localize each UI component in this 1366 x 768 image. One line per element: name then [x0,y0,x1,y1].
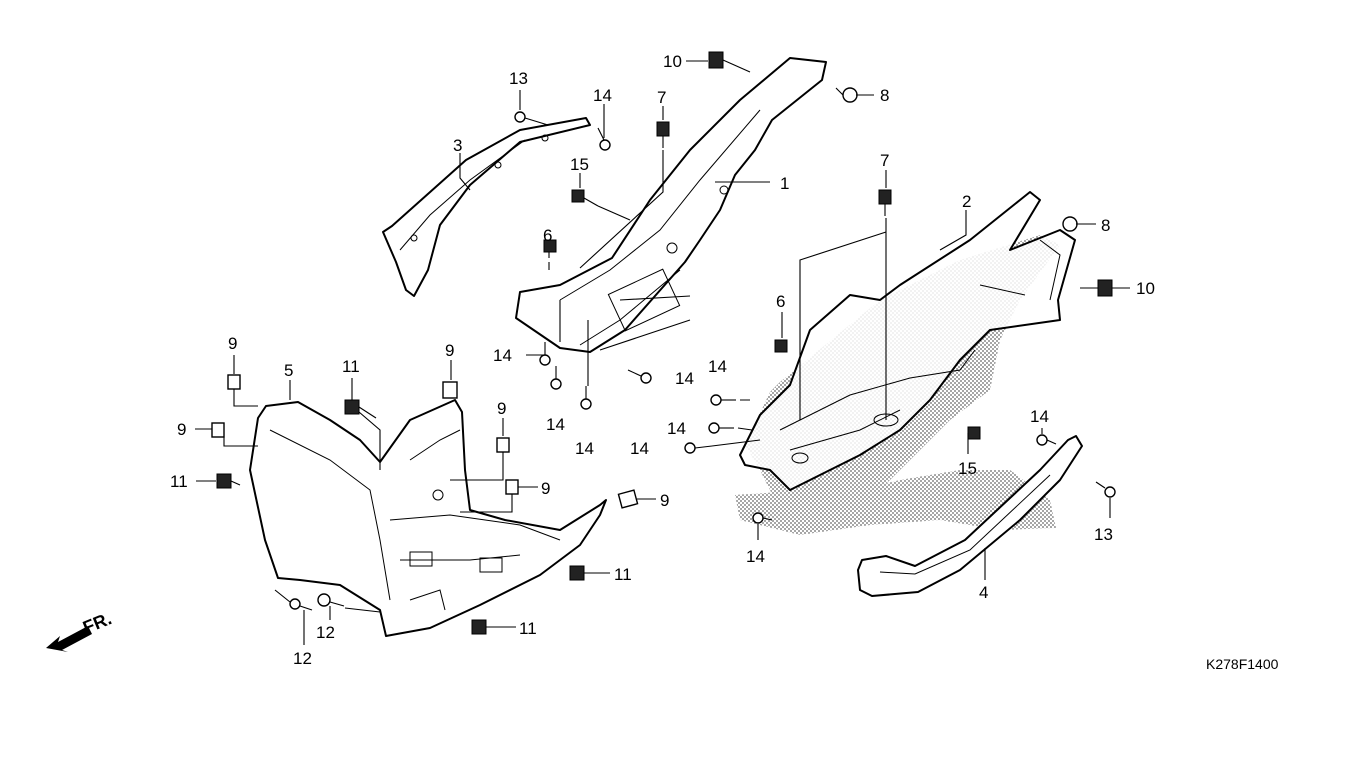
diagram-code: K278F1400 [1206,656,1279,672]
label-8b: 8 [1101,216,1110,235]
bolt-11-b [216,473,241,489]
clip-9-d [496,437,510,453]
screw-14-d [627,369,652,384]
leader-lines [195,60,1130,645]
screw-14-i [1036,434,1057,446]
label-14e: 14 [675,369,694,388]
label-9c: 9 [445,341,454,360]
label-8a: 8 [880,86,889,105]
bolt-7-lower [878,189,892,216]
clip-9-f [617,489,639,509]
label-14c: 14 [546,415,565,434]
label-11c: 11 [614,565,632,584]
label-9a: 9 [228,334,237,353]
bolt-15-upper [571,189,599,207]
bolt-11-d [471,619,487,635]
label-10b: 10 [1136,279,1155,298]
screw-14-h [752,512,773,524]
label-14j: 14 [1030,407,1049,426]
screw-14-b [550,366,562,390]
label-6b: 6 [776,292,785,311]
label-6a: 6 [543,226,552,245]
label-14d: 14 [575,439,594,458]
part-4-side-rail [857,435,1083,597]
label-11d: 11 [519,619,537,638]
label-15b: 15 [958,459,977,478]
label-14b: 14 [493,346,512,365]
label-9e: 9 [541,479,550,498]
label-12a: 12 [316,623,335,642]
label-13b: 13 [1094,525,1113,544]
label-13a: 13 [509,69,528,88]
label-3: 3 [453,136,462,155]
label-9b: 9 [177,420,186,439]
label-5: 5 [284,361,293,380]
screw-12-a [289,598,313,611]
screw-14-f [708,422,734,434]
clip-9-a [227,374,241,390]
label-1: 1 [780,174,789,193]
front-arrow-icon [46,626,92,652]
label-9f: 9 [660,491,669,510]
part-3-side-rail [382,117,591,297]
bolt-11-a [344,399,377,419]
label-12b: 12 [293,649,312,668]
clip-9-e [505,479,519,495]
label-2: 2 [962,192,971,211]
label-4: 4 [979,583,988,602]
clip-9-c [442,381,458,399]
clip-6-upper [543,239,557,253]
fasteners [211,51,1116,635]
front-direction-label: FR. [80,608,114,637]
clip-8-right [1062,216,1078,232]
screw-14-e [710,394,736,406]
screw-12-b [317,593,345,607]
bolt-10-top [708,51,751,73]
screw-13-right [1095,481,1116,498]
screw-14-upper [597,127,611,151]
label-14g: 14 [667,419,686,438]
label-14h: 14 [630,439,649,458]
label-7a: 7 [657,88,666,107]
label-11a: 11 [342,357,360,376]
screw-14-a [539,342,551,366]
screw-14-c [580,386,592,410]
clip-8-top [835,87,858,103]
bolt-7-upper [656,121,670,148]
part-5-under-cover [249,399,607,637]
part-2-floor-panel [735,191,1076,535]
label-14a: 14 [593,86,612,105]
label-14i: 14 [746,547,765,566]
bolt-15-lower [967,426,981,440]
part-labels: 1 2 3 4 5 6 6 7 7 8 8 9 9 9 9 9 9 10 10 … [170,52,1155,668]
bolt-10-right [1080,279,1113,297]
label-10a: 10 [663,52,682,71]
label-11b: 11 [170,472,188,491]
label-7b: 7 [880,151,889,170]
screw-13-top [514,111,549,126]
label-9d: 9 [497,399,506,418]
label-14f: 14 [708,357,727,376]
clip-6-lower [774,339,788,353]
part-1-floor-side-cover [515,57,827,353]
bolt-11-c [569,565,585,581]
clip-9-b [211,422,225,438]
label-15a: 15 [570,155,589,174]
front-direction-indicator: FR. [46,608,114,652]
screw-14-g [684,442,713,454]
